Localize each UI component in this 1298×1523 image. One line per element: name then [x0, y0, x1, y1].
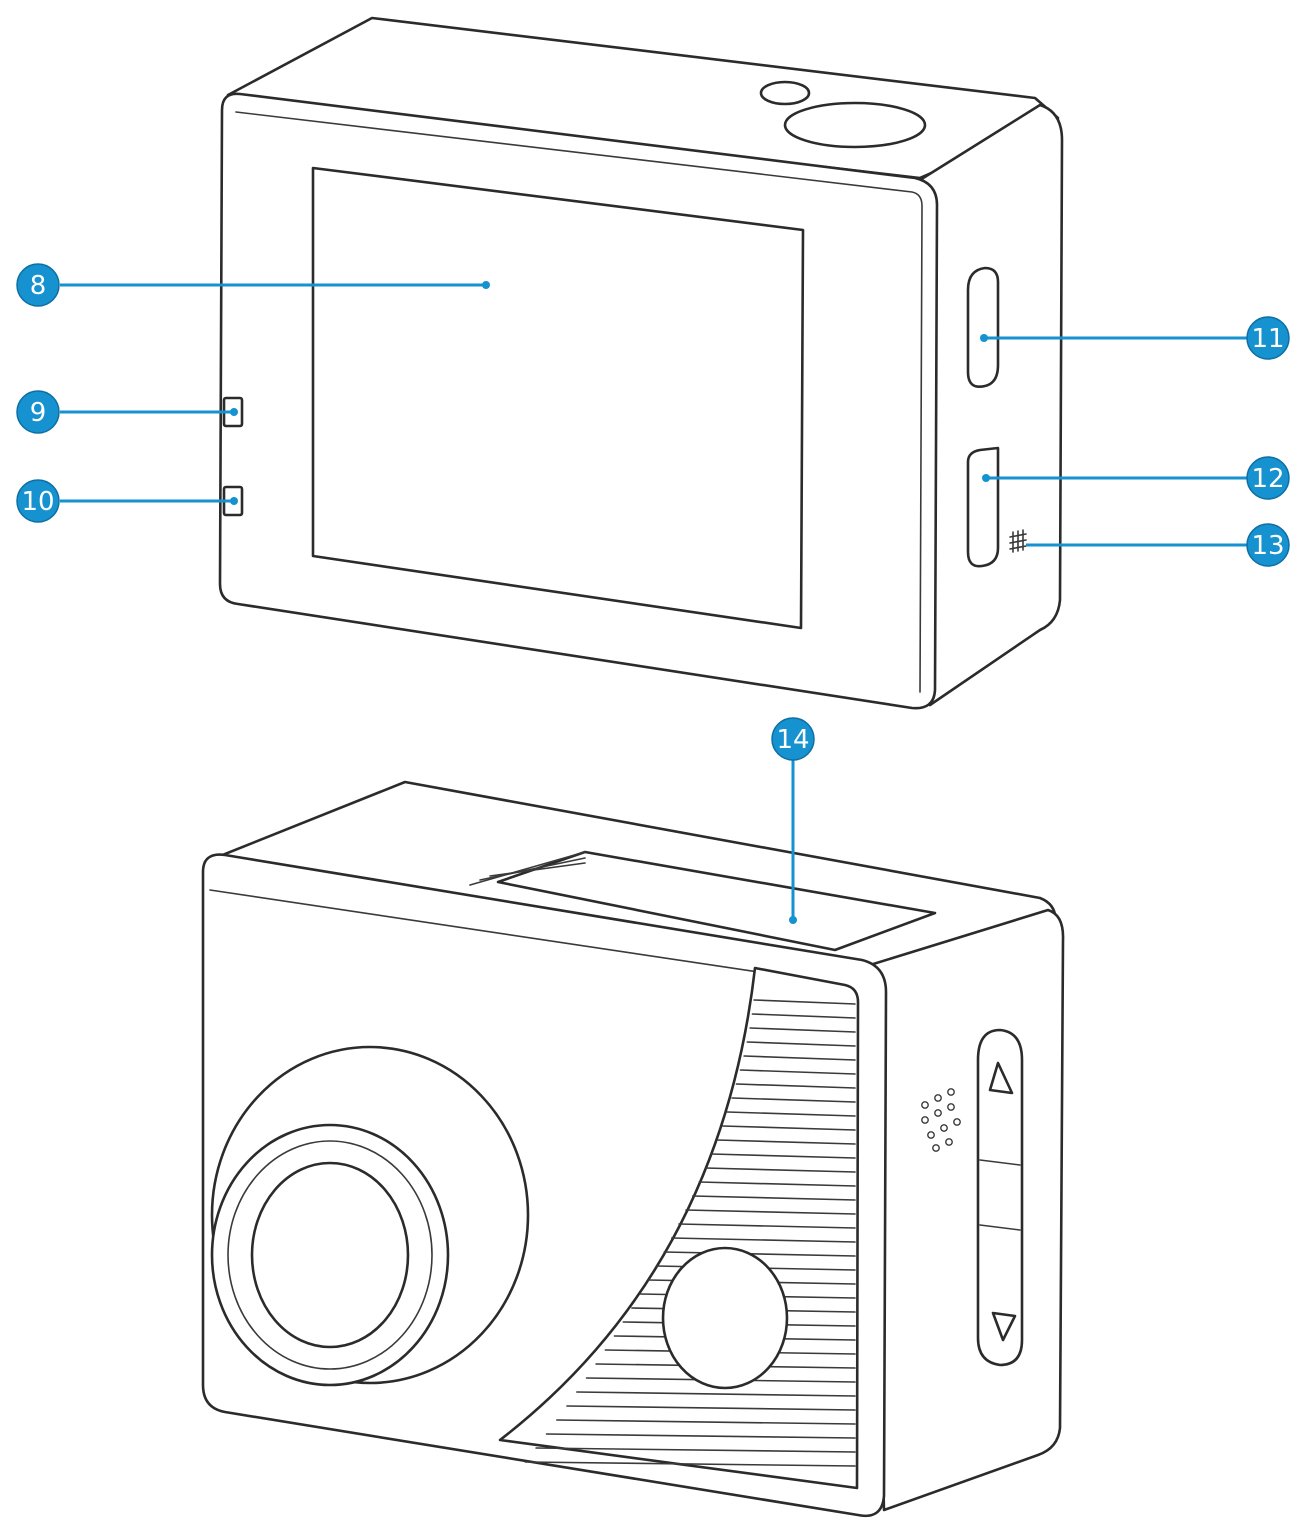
speaker-holes — [921, 1088, 961, 1152]
top-shutter-button — [783, 101, 927, 149]
callout-8-badge: 8 — [16, 263, 60, 307]
grip-stripe — [698, 1181, 856, 1187]
microphone-grille — [1009, 529, 1027, 553]
grip-stripe — [739, 1069, 856, 1075]
side-port-upper — [966, 266, 1000, 388]
camera-back-view — [218, 16, 1064, 710]
speaker-hole — [934, 1094, 942, 1102]
callout-14: 14 — [771, 717, 815, 924]
speaker-hole — [947, 1103, 955, 1111]
grip-stripe — [670, 1237, 856, 1243]
grip-stripe — [566, 1405, 856, 1411]
grip-stripe — [731, 1097, 856, 1103]
grip-stripe — [545, 1433, 856, 1439]
callout-12-anchor — [982, 474, 990, 482]
front-camera-right-side — [868, 908, 1065, 1512]
lens-glass — [250, 1161, 410, 1349]
camera-front-view — [201, 780, 1065, 1518]
callout-14-label: 14 — [776, 725, 809, 755]
callout-10: 10 — [16, 479, 238, 523]
callout-11-badge: 11 — [1246, 316, 1290, 360]
grip-stripe — [716, 1139, 856, 1145]
grip-stripe — [735, 1083, 856, 1089]
grip-stripe — [663, 1251, 856, 1257]
grip-stripe — [721, 1125, 856, 1131]
grip-stripe — [751, 1013, 856, 1019]
grip-stripe — [678, 1223, 856, 1229]
callout-13-label: 13 — [1251, 531, 1284, 561]
grip-stripe — [576, 1391, 856, 1397]
grip-stripe — [746, 1041, 856, 1047]
down-arrow-icon — [991, 1311, 1017, 1342]
main-lens — [210, 1045, 530, 1387]
camera-right-side — [918, 103, 1064, 707]
callout-10-anchor — [230, 497, 238, 505]
callout-11: 11 — [980, 316, 1290, 360]
speaker-hole — [927, 1131, 935, 1139]
side-button-divider-lower — [979, 1224, 1021, 1231]
callout-14-anchor — [789, 916, 797, 924]
grip-stripe — [726, 1111, 856, 1117]
callout-8-label: 8 — [30, 271, 47, 301]
battery-door — [496, 850, 937, 952]
callout-9-badge: 9 — [16, 390, 60, 434]
grip-stripe — [710, 1153, 856, 1159]
grip-stripe — [524, 1461, 856, 1467]
side-port-lower — [966, 446, 1000, 568]
callout-9-label: 9 — [30, 398, 47, 428]
callout-10-label: 10 — [21, 487, 54, 517]
side-button-divider-upper — [979, 1159, 1021, 1166]
speaker-hole — [921, 1101, 929, 1109]
callout-11-anchor — [980, 334, 988, 342]
grip-stripe — [535, 1447, 856, 1453]
grip-stripe — [685, 1209, 856, 1215]
speaker-hole — [953, 1118, 961, 1126]
callout-11-label: 11 — [1251, 324, 1284, 354]
callout-12-label: 12 — [1251, 464, 1284, 494]
callout-9: 9 — [16, 390, 238, 434]
callout-14-badge: 14 — [771, 717, 815, 761]
grip-stripe — [691, 1195, 856, 1201]
callout-12-badge: 12 — [1246, 456, 1290, 500]
callout-8-anchor — [482, 281, 490, 289]
front-sensor-window — [661, 1246, 789, 1390]
grip-stripe — [743, 1055, 856, 1061]
speaker-hole — [947, 1088, 955, 1096]
battery-door-ridges — [469, 851, 586, 886]
grip-stripe — [753, 999, 856, 1005]
callout-13: 13 — [1026, 523, 1290, 567]
speaker-hole — [940, 1124, 948, 1132]
callout-9-anchor — [230, 408, 238, 416]
speaker-hole — [921, 1116, 929, 1124]
back-bezel-edge — [235, 111, 923, 693]
grip-stripe — [749, 1027, 856, 1033]
grip-stripe — [704, 1167, 856, 1173]
grip-stripe — [556, 1419, 856, 1425]
grip-stripes — [524, 999, 856, 1467]
up-arrow-icon — [988, 1061, 1014, 1095]
lcd-screen — [311, 166, 805, 630]
speaker-hole — [934, 1109, 942, 1117]
top-small-button — [759, 80, 811, 106]
callout-8: 8 — [16, 263, 490, 307]
speaker-hole — [932, 1144, 940, 1152]
callout-13-badge: 13 — [1246, 523, 1290, 567]
callout-10-badge: 10 — [16, 479, 60, 523]
callout-12: 12 — [982, 456, 1290, 500]
speaker-hole — [945, 1138, 953, 1146]
side-button-housing — [976, 1028, 1024, 1367]
